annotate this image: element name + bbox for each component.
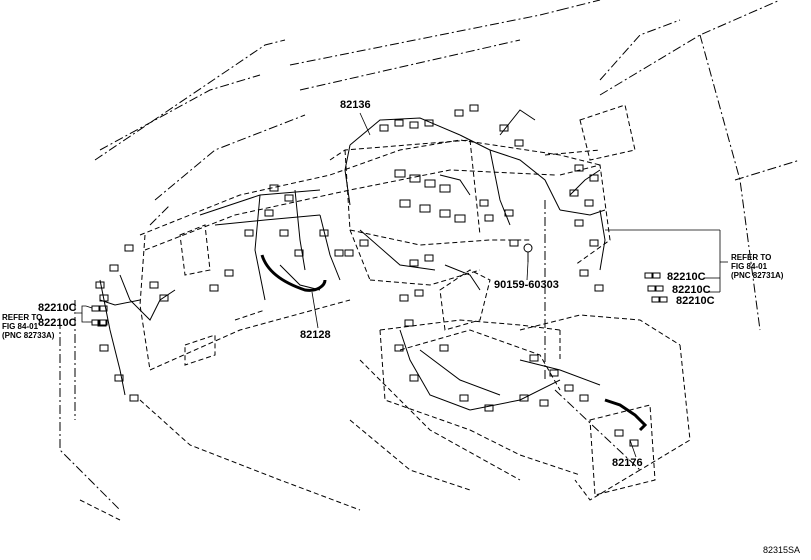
part-label-90159-60303: 90159-60303 bbox=[494, 279, 559, 291]
part-label-82128: 82128 bbox=[300, 329, 331, 341]
refer-note-left: REFER TO FIG 84-01 (PNC 82733A) bbox=[2, 313, 54, 340]
connectors bbox=[95, 104, 639, 447]
leader-lines bbox=[76, 112, 728, 458]
part-label-82210c-right-3: 82210C bbox=[676, 295, 715, 307]
refer-left-line2: FIG 84-01 bbox=[2, 322, 39, 331]
part-label-82136: 82136 bbox=[340, 99, 371, 111]
bolt-icon bbox=[523, 243, 533, 262]
refer-note-right: REFER TO FIG 84-01 (PNC 82731A) bbox=[731, 253, 783, 280]
highlighted-harness bbox=[260, 254, 648, 432]
instrument-panel bbox=[139, 104, 636, 371]
diagram-code: 82315SA bbox=[763, 545, 801, 555]
harness-wires bbox=[99, 109, 606, 411]
part-label-82210c-left-2: 82210C bbox=[38, 317, 77, 329]
body-outline bbox=[59, 0, 801, 511]
part-label-82176: 82176 bbox=[612, 457, 643, 469]
refer-right-line2: FIG 84-01 bbox=[731, 262, 768, 271]
refer-right-line3: (PNC 82731A) bbox=[731, 271, 784, 280]
part-label-82210c-left-1: 82210C bbox=[38, 302, 77, 314]
connector-82210c-icons bbox=[91, 272, 668, 326]
part-label-82210c-right-2: 82210C bbox=[672, 284, 711, 296]
refer-left-line3: (PNC 82733A) bbox=[2, 331, 55, 340]
center-console bbox=[79, 269, 691, 521]
refer-left-line1: REFER TO bbox=[2, 313, 43, 322]
refer-right-line1: REFER TO bbox=[731, 253, 772, 262]
part-label-82210c-right-1: 82210C bbox=[667, 271, 706, 283]
harness-82176 bbox=[604, 398, 648, 432]
harness-82128 bbox=[260, 254, 327, 292]
